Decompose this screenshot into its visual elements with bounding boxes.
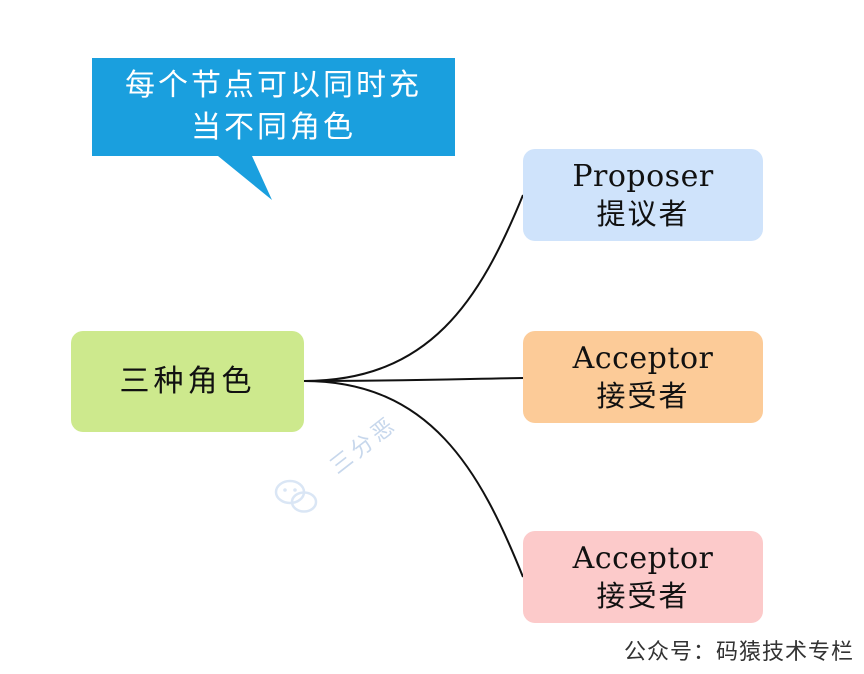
- connector-to-acceptor-1: [303, 377, 524, 382]
- connector-to-proposer: [303, 194, 524, 382]
- acceptor-node-1-zh-label: 接受者: [596, 378, 690, 413]
- proposer-node-en-label: Proposer: [572, 159, 714, 195]
- proposer-node: Proposer 提议者: [523, 149, 763, 241]
- connector-to-acceptor-2: [303, 380, 524, 578]
- proposer-node-zh-label: 提议者: [596, 196, 690, 231]
- acceptor-node-2-en-label: Acceptor: [572, 541, 714, 577]
- root-node-label: 三种角色: [119, 363, 256, 399]
- callout-note: 每个节点可以同时充 当不同角色: [92, 58, 455, 156]
- wechat-icon: [274, 479, 318, 513]
- callout-line-1: 每个节点可以同时充: [125, 68, 422, 103]
- callout-shape: [92, 58, 455, 200]
- acceptor-node-1: Acceptor 接受者: [523, 331, 763, 423]
- acceptor-node-1-en-label: Acceptor: [572, 341, 714, 377]
- root-node: 三种角色: [71, 331, 304, 432]
- acceptor-node-2: Acceptor 接受者: [523, 531, 763, 623]
- footer-credit: 公众号：码猿技术专栏: [623, 640, 854, 665]
- callout-line-2: 当不同角色: [191, 110, 356, 145]
- acceptor-node-2-zh-label: 接受者: [596, 578, 690, 613]
